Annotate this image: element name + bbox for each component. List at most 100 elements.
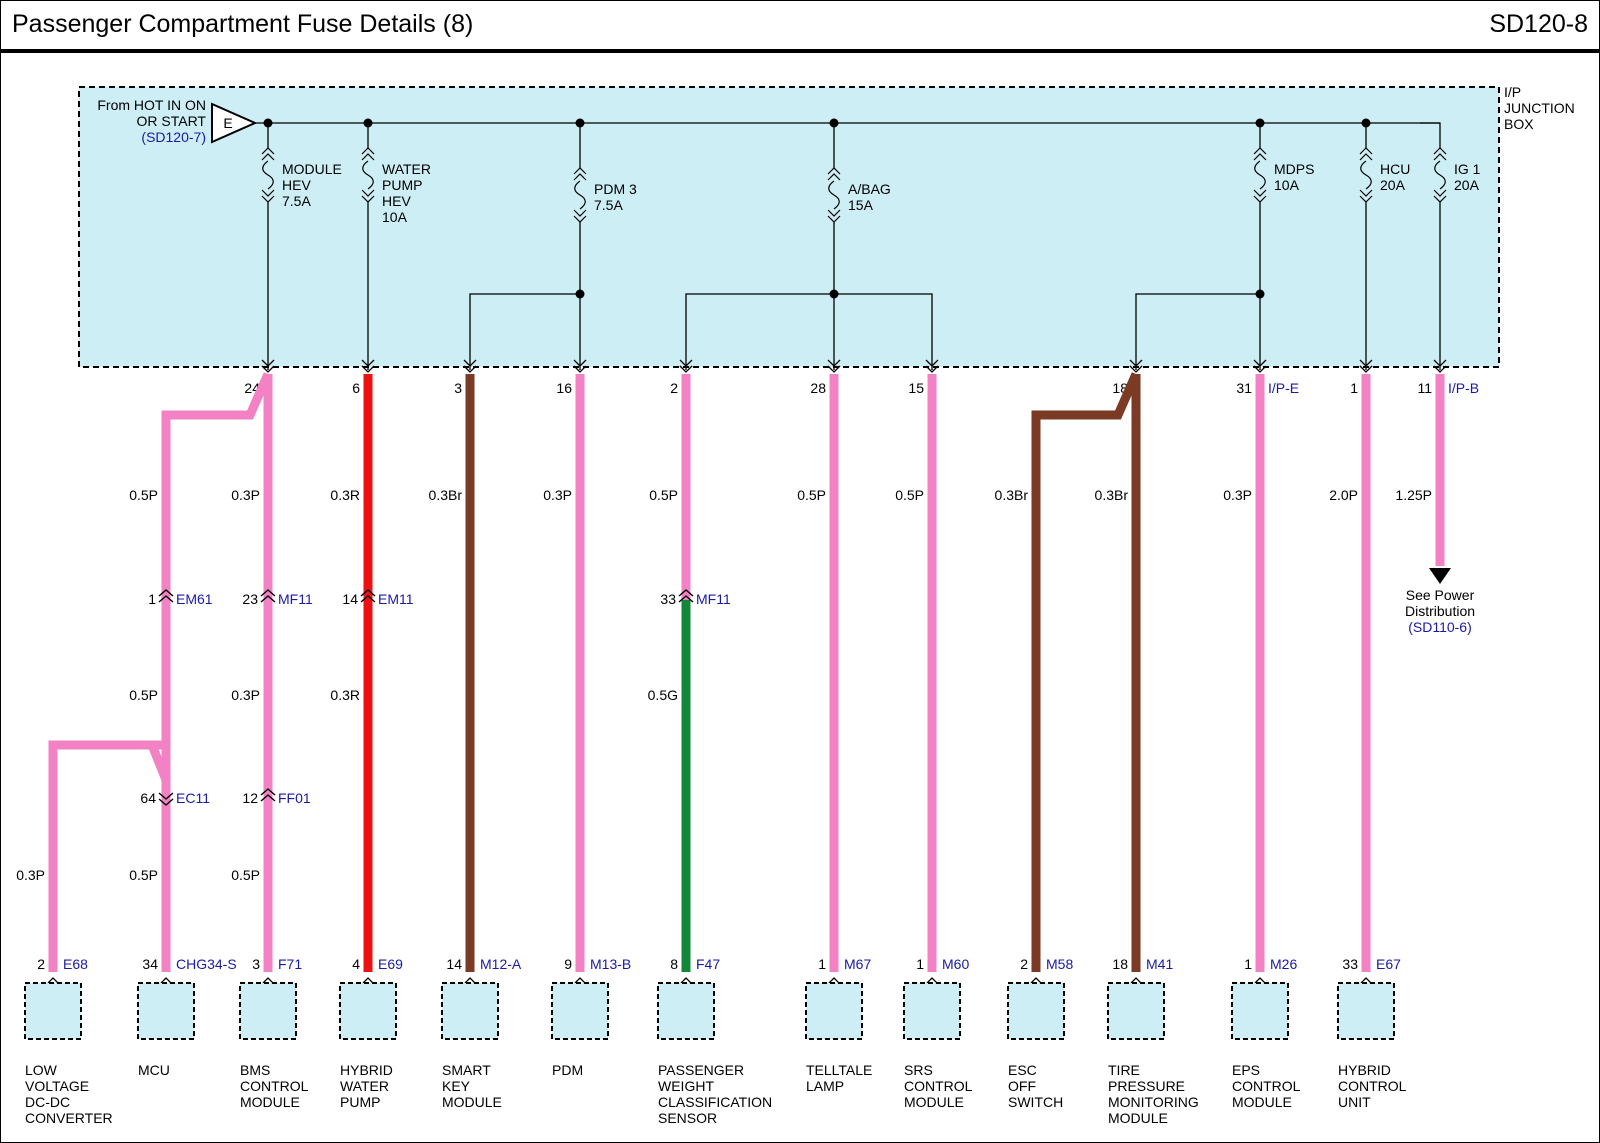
component-label-line: SWITCH	[1008, 1094, 1063, 1110]
component-label-line: MODULE	[442, 1094, 502, 1110]
component-pin-mark	[1254, 977, 1266, 984]
component-label-line: MODULE	[1108, 1110, 1168, 1126]
component-connector: M67	[844, 956, 871, 972]
pin-chevron	[1253, 365, 1267, 373]
inline-connector	[678, 589, 694, 603]
component-label-line: MCU	[138, 1062, 170, 1078]
component-label-line: WATER	[340, 1078, 389, 1094]
fuse-element	[1254, 160, 1266, 190]
fuse-label-ig1-line: IG 1	[1454, 161, 1481, 177]
component-box	[441, 982, 499, 1040]
fuse-label-module-hev-line: MODULE	[282, 161, 342, 177]
fuse-label-water-pump-line: WATER	[382, 161, 431, 177]
component-box	[1337, 982, 1395, 1040]
pin-number: 3	[454, 380, 462, 396]
pin-chevron	[463, 365, 477, 373]
wire-size-label: 0.3Br	[995, 487, 1029, 503]
fuse-element	[362, 160, 374, 190]
component-label-line: MODULE	[1232, 1094, 1292, 1110]
internal-branch	[1135, 293, 1260, 370]
pin-chevron	[1253, 359, 1267, 367]
branch-dot	[1255, 289, 1265, 299]
component-pin-mark	[262, 977, 274, 984]
component-pin: 2	[1020, 956, 1028, 972]
component-pin-mark	[926, 977, 938, 984]
pin-chevron	[1129, 365, 1143, 373]
pin-number: 11	[1417, 380, 1432, 396]
power-dist-label-line: Distribution	[1405, 603, 1475, 619]
pin-number: 6	[352, 380, 360, 396]
wire-size-label: 0.5P	[797, 487, 826, 503]
component-label-line: LAMP	[806, 1078, 844, 1094]
component-pin: 1	[818, 956, 826, 972]
component-connector: M58	[1046, 956, 1073, 972]
component-label-line: CONTROL	[904, 1078, 973, 1094]
inline-connector-name: MF11	[278, 591, 313, 607]
component-pin: 3	[252, 956, 260, 972]
wire-size-label: 1.25P	[1395, 487, 1432, 503]
component-connector: E67	[1376, 956, 1401, 972]
fuse-chevron	[1359, 147, 1373, 155]
component-label-line: PASSENGER	[658, 1062, 744, 1078]
wire-size-label: 0.3R	[330, 487, 360, 503]
wire-size-label: 0.5P	[129, 867, 158, 883]
inline-connector-name: EC11	[176, 790, 210, 806]
connector-chevron	[260, 595, 276, 603]
component-pin-mark	[160, 977, 172, 984]
fuse-label-mdps-line: 10A	[1274, 177, 1300, 193]
fuse-symbol	[1253, 147, 1267, 203]
component-label-line: HYBRID	[1338, 1062, 1391, 1078]
connector-chevron	[260, 794, 276, 802]
power-dist-ref: (SD110-6)	[1408, 619, 1472, 635]
connector-chevron	[678, 589, 694, 597]
component-label-line: MONITORING	[1108, 1094, 1199, 1110]
wire-size-label: 0.5P	[129, 487, 158, 503]
source-label: OR START	[137, 113, 207, 129]
fuse-label-abag-line: A/BAG	[848, 181, 891, 197]
fuse-chevron	[261, 153, 275, 161]
junction-box-label-line: BOX	[1504, 116, 1534, 132]
wire-size-label: 0.3P	[16, 867, 45, 883]
wire-size-label: 0.3P	[231, 687, 260, 703]
component-label-line: CONVERTER	[25, 1110, 113, 1126]
inline-connector-pin: 23	[242, 591, 258, 607]
component-label-line: WEIGHT	[658, 1078, 714, 1094]
component-pin: 18	[1112, 956, 1128, 972]
component-box	[239, 982, 297, 1040]
component-box	[903, 982, 961, 1040]
fuse-chevron	[1253, 153, 1267, 161]
component-connector: E69	[378, 956, 403, 972]
inline-connector	[260, 589, 276, 603]
pin-chevron	[1433, 359, 1447, 367]
component-pin-mark	[680, 977, 692, 984]
fuse-element	[828, 180, 840, 210]
pin-connector: I/P-E	[1268, 380, 1299, 396]
fuse-symbol	[1433, 147, 1447, 203]
connector-chevron	[260, 788, 276, 796]
component-box	[24, 982, 82, 1040]
component-box	[1007, 982, 1065, 1040]
component-pin: 14	[446, 956, 462, 972]
connector-chevron	[158, 798, 174, 806]
component-connector: M26	[1270, 956, 1297, 972]
component-label-line: UNIT	[1338, 1094, 1371, 1110]
component-pin: 8	[670, 956, 678, 972]
wire-size-label: 2.0P	[1329, 487, 1358, 503]
component-label-line: TELLTALE	[806, 1062, 872, 1078]
internal-branch	[469, 293, 580, 370]
wire-size-label: 0.3Br	[1095, 487, 1129, 503]
branch-dot	[829, 289, 839, 299]
connector-chevron	[260, 589, 276, 597]
pin-number: 2	[670, 380, 678, 396]
component-pin: 1	[1244, 956, 1252, 972]
fuse-chevron	[261, 147, 275, 155]
component-pin-mark	[828, 977, 840, 984]
component-connector: M12-A	[480, 956, 522, 972]
component-pin: 1	[916, 956, 924, 972]
junction-box-label-line: JUNCTION	[1504, 100, 1575, 116]
fuse-chevron	[1359, 153, 1373, 161]
fuse-element	[1434, 160, 1446, 190]
fuse-label-module-hev-line: HEV	[282, 177, 311, 193]
component-pin-mark	[1130, 977, 1142, 984]
component-pin-mark	[362, 977, 374, 984]
